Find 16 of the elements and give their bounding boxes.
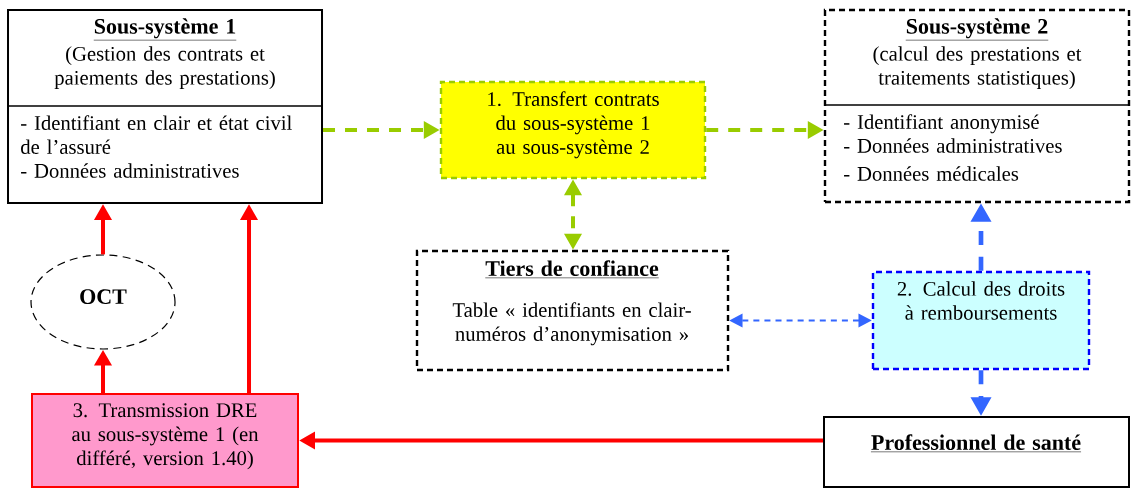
box-text: 1. Transfert contrats du sous-système 1 au sous-système 2 (488, 91, 659, 159)
box-subtitle: (calcul des prestations et traitements statistiques) (873, 46, 1082, 89)
list-item: - Identifiant en clair et état civil de l’assuré (21, 115, 292, 154)
box-heading: Professionnel de santé (870, 434, 1082, 453)
box-heading: Sous-système 2 (905, 18, 1049, 41)
list-item: - Données médicales (844, 166, 1019, 181)
list-item: - Données administratives (21, 163, 239, 178)
box-subtitle: (Gestion des contrats et paiements des prestations) (54, 46, 275, 89)
list-item: - Données administratives (844, 138, 1062, 153)
box-heading: Sous-système 1 (93, 18, 237, 41)
list-item: - Identifiant anonymisé (844, 114, 1039, 134)
box-heading: Tiers de confiance (485, 260, 659, 279)
box-text: 2. Calcul des droits à remboursements (897, 281, 1065, 320)
box-text: Table « identifiants en clair- numéros d’anonymisation » (452, 302, 691, 346)
box-text: 3. Transmission DRE au sous-système 1 (en différé, version 1.40) (72, 403, 259, 470)
box-text: OCT (80, 289, 127, 305)
